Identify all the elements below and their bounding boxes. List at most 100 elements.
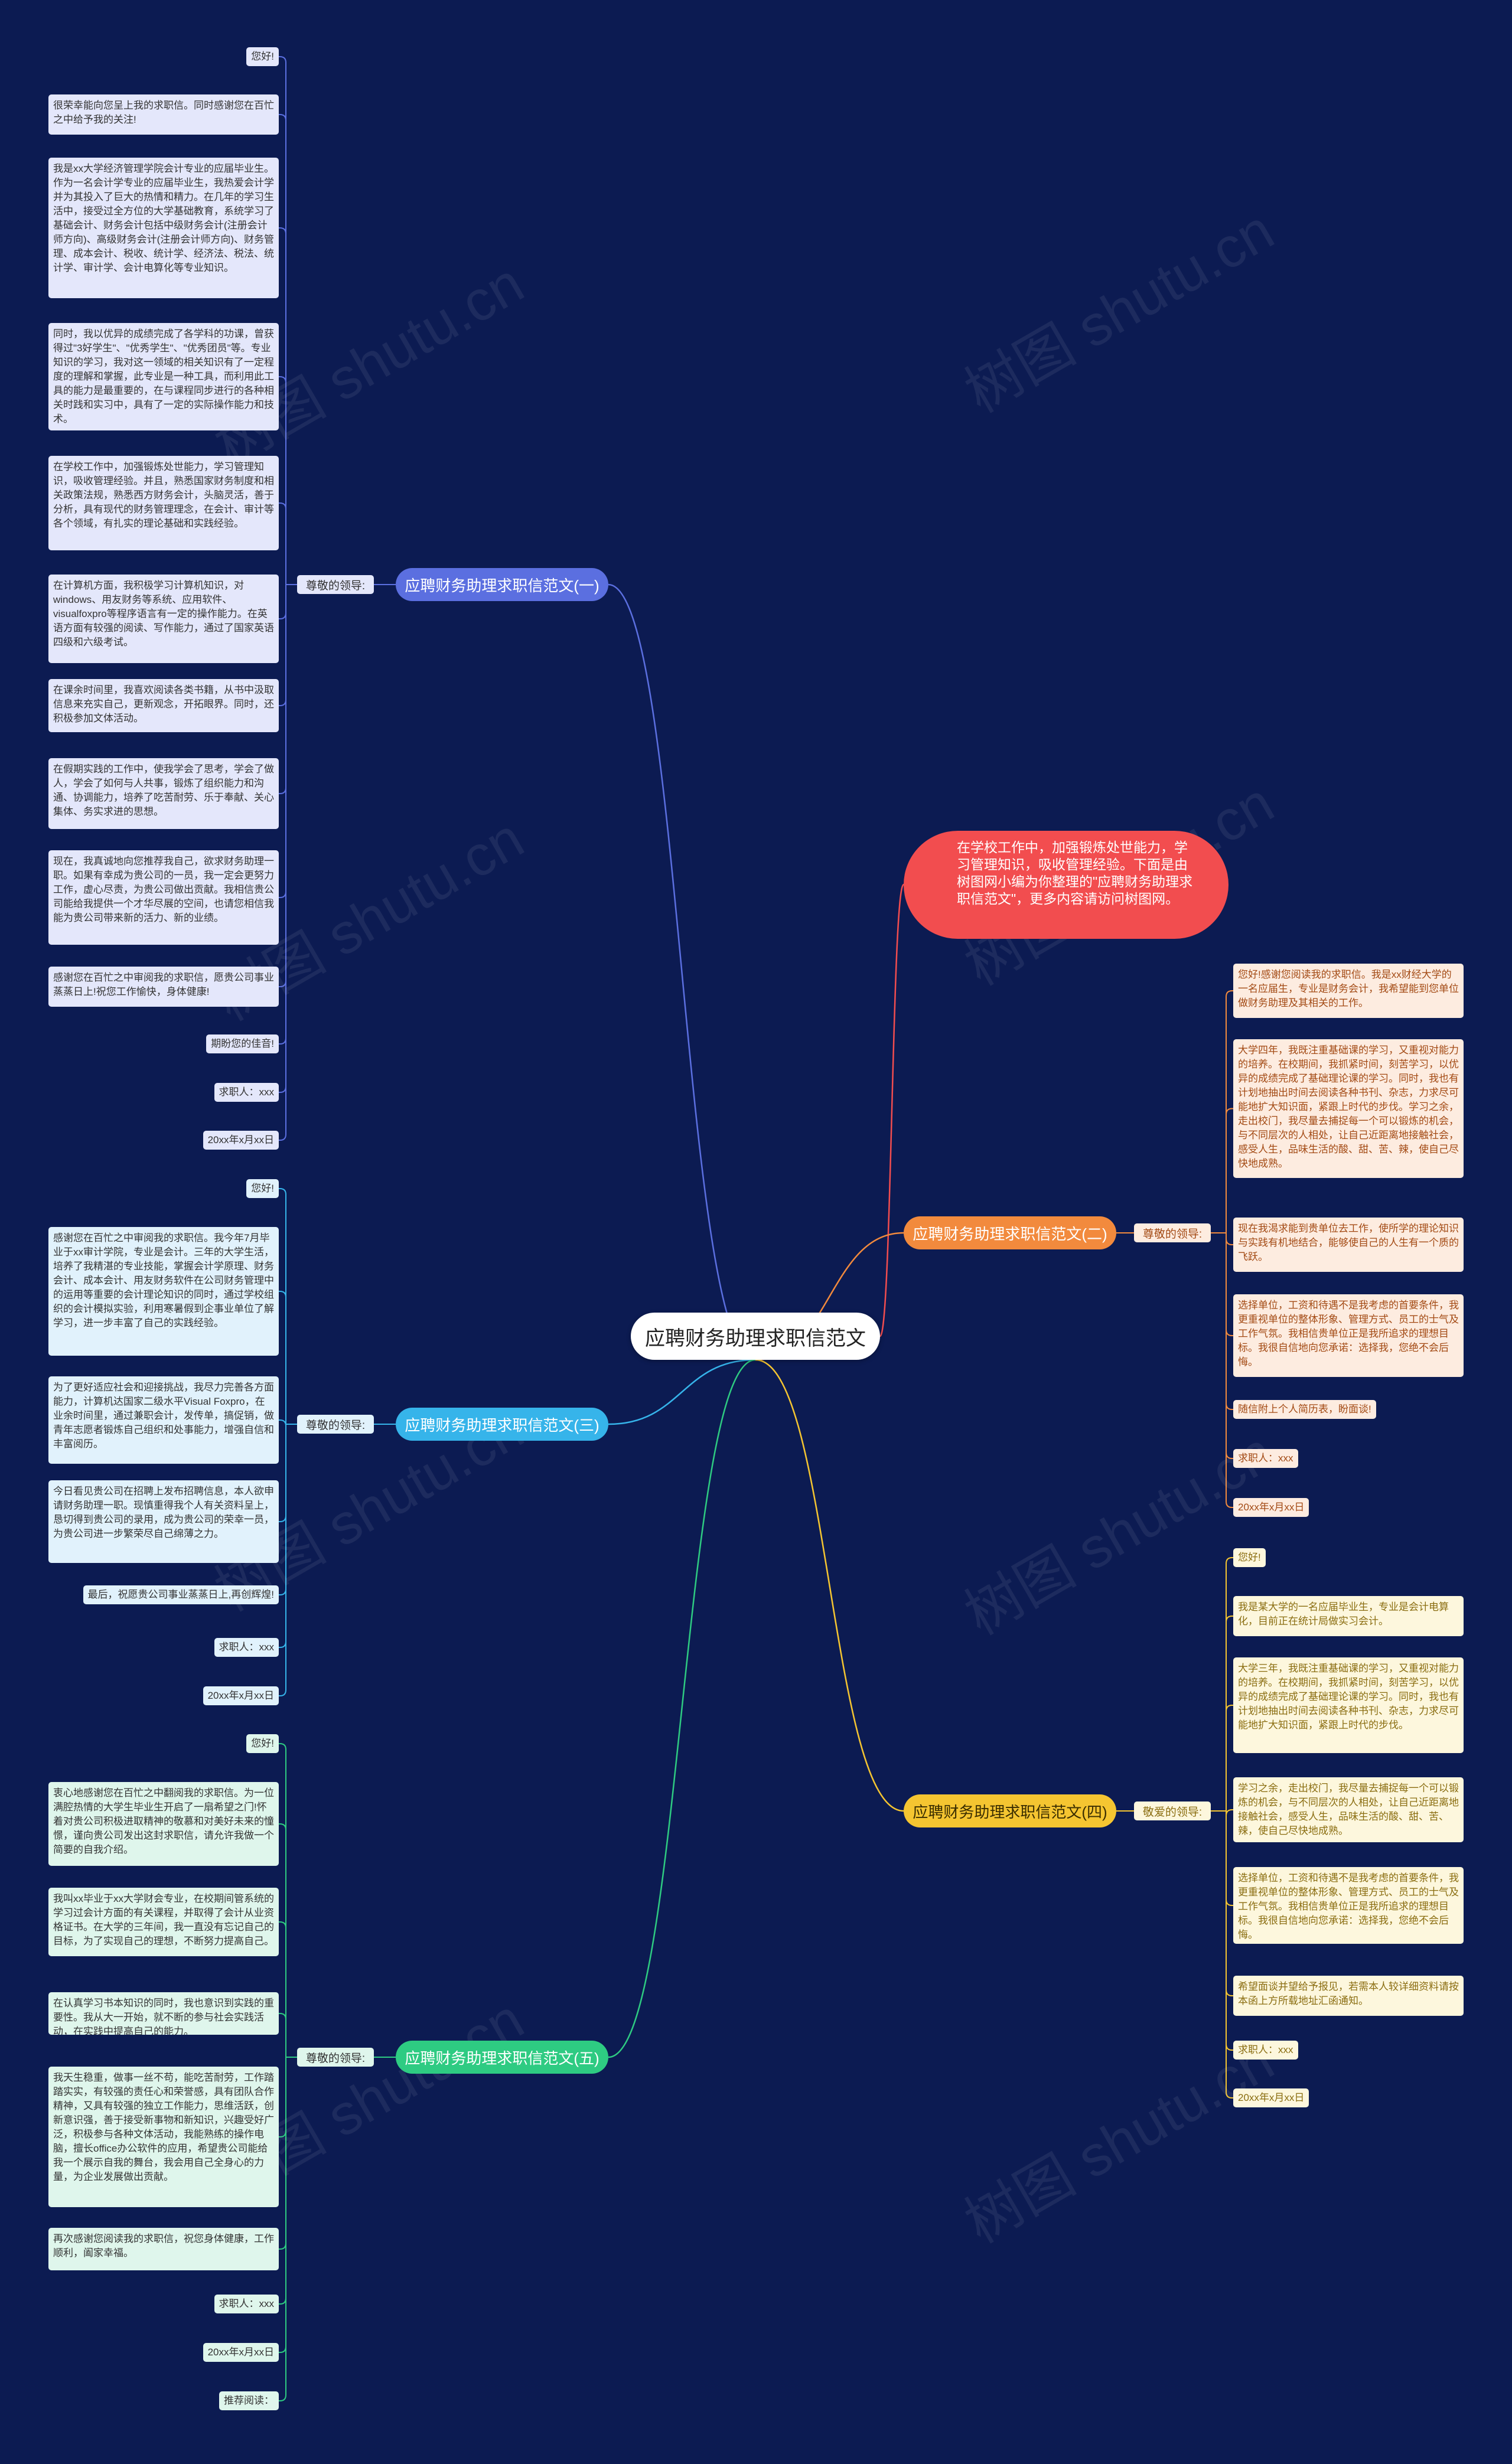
leaf-link <box>1226 1989 1233 1996</box>
leaf-link <box>279 1419 286 1427</box>
leaf-link <box>1226 2091 1233 2099</box>
leaf-text[interactable]: 在学校工作中，加强锻炼处世能力，学习管理知识，吸收管理经验。并且，熟悉国家财务制… <box>48 456 279 550</box>
branch-node-2[interactable]: 应聘财务助理求职信范文(二) <box>904 1216 1116 1249</box>
leaf-text[interactable]: 很荣幸能向您呈上我的求职信。同时感谢您在百忙之中给予我的关注! <box>48 94 279 135</box>
leaf-link <box>1226 1557 1233 1564</box>
leaf-link <box>279 1134 286 1141</box>
leaf-text[interactable]: 感谢您在百忙之中审阅我的求职信，愿贵公司事业蒸蒸日上!祝您工作愉快，身体健康! <box>48 967 279 1007</box>
leaf-text[interactable]: 我叫xx毕业于xx大学财会专业，在校期间管系统的学习过会计方面的有关课程，并取得… <box>48 1888 279 1956</box>
leaf-link <box>279 2130 286 2137</box>
leaf-link <box>279 1641 286 1648</box>
leaf-text[interactable]: 求职人：xxx <box>1233 2041 1298 2060</box>
leaf-text[interactable]: 在计算机方面，我积极学习计算机知识，对windows、用友财务等系统、应用软件、… <box>48 575 279 663</box>
leaf-text[interactable]: 大学四年，我既注重基础课的学习，又重视对能力的培养。在校期间，我抓紧时间，刻苦学… <box>1233 1039 1464 1178</box>
leaf-text[interactable]: 我是某大学的一名应届毕业生，专业是会计电算化，目前正在统计局做实习会计。 <box>1233 1596 1464 1636</box>
leaf-text[interactable]: 20xx年x月xx日 <box>203 1686 279 1705</box>
leaf-text[interactable]: 选择单位，工资和待遇不是我考虑的首要条件，我更重视单位的整体形象、管理方式、员工… <box>1233 1867 1464 1944</box>
branch-node-3[interactable]: 应聘财务助理求职信范文(三) <box>396 1408 608 1441</box>
leaf-text[interactable]: 在假期实践的工作中，使我学会了思考，学会了做人，学会了如何与人共事，锻炼了组织能… <box>48 758 279 829</box>
branch-link-5 <box>608 1359 756 2058</box>
leaf-link <box>279 227 286 234</box>
leaf-text[interactable]: 我天生稳重，做事一丝不苟，能吃苦耐劳，工作踏踏实实，有较强的责任心和荣誉感，具有… <box>48 2067 279 2207</box>
leaf-link <box>279 980 286 987</box>
leaf-text[interactable]: 选择单位，工资和待遇不是我考虑的首要条件，我更重视单位的整体形象、管理方式、员工… <box>1233 1294 1464 1377</box>
leaf-text[interactable]: 您好! <box>246 1179 279 1198</box>
leaf-text[interactable]: 20xx年x月xx日 <box>203 2343 279 2362</box>
leaf-link <box>1226 2044 1233 2051</box>
leaf-text[interactable]: 再次感谢您阅读我的求职信，祝您身体健康，工作顺利，阖家幸福。 <box>48 2228 279 2270</box>
leaf-text[interactable]: 20xx年x月xx日 <box>203 1131 279 1150</box>
leaf-text[interactable]: 求职人：xxx <box>214 1083 279 1102</box>
leaf-text[interactable]: 最后，祝愿贵公司事业蒸蒸日上,再创辉煌! <box>83 1585 279 1604</box>
leaf-text[interactable]: 衷心地感谢您在百忙之中翻阅我的求职信。为一位满腔热情的大学生毕业生开启了一扇希望… <box>48 1782 279 1866</box>
leaf-link <box>279 1515 286 1522</box>
leaf-link <box>279 2013 286 2020</box>
leaf-text[interactable]: 在认真学习书本知识的同时，我也意识到实践的重要性。我从大一开始，就不断的参与社会… <box>48 1992 279 2035</box>
leaf-text[interactable]: 同时，我以优异的成绩完成了各学科的功课，曾获得过"3好学生"、"优秀学生"、"优… <box>48 323 279 430</box>
leaf-link <box>279 1037 286 1045</box>
leaf-link <box>279 114 286 121</box>
leaf-link <box>279 1823 286 1830</box>
leaf-text[interactable]: 希望面谈并望给予报见，若需本人较详细资料请按本函上方所载地址汇函通知。 <box>1233 1976 1464 2016</box>
leaf-link <box>279 1921 286 1928</box>
leaf-link <box>1226 1501 1233 1508</box>
branch-label-5[interactable]: 尊敬的领导: <box>297 2048 374 2067</box>
leaf-text[interactable]: 学习之余，走出校门，我尽量去捕捉每一个可以锻炼的机会，与不同层次的人相处，让自己… <box>1233 1777 1464 1842</box>
branch-label-3[interactable]: 尊敬的领导: <box>297 1415 374 1434</box>
branch-label-4[interactable]: 敬爱的领导: <box>1134 1802 1211 1820</box>
leaf-link <box>1226 1108 1233 1115</box>
leaf-text[interactable]: 今日看见贵公司在招聘上发布招聘信息，本人欲申请财务助理一职。现慎重得我个人有关资… <box>48 1480 279 1563</box>
leaf-text[interactable]: 求职人：xxx <box>1233 1449 1298 1468</box>
branch-label-2[interactable]: 尊敬的领导: <box>1134 1223 1211 1242</box>
branch-link-3 <box>608 1359 756 1425</box>
leaf-link <box>1226 1403 1233 1410</box>
leaf-link <box>279 2243 286 2250</box>
leaf-link <box>1226 1899 1233 1906</box>
leaf-link <box>279 2346 286 2353</box>
leaf-text[interactable]: 推荐阅读： <box>219 2391 279 2410</box>
leaf-text[interactable]: 求职人：xxx <box>214 1638 279 1657</box>
leaf-link <box>1226 1705 1233 1712</box>
leaf-link <box>1226 990 1233 997</box>
leaf-link <box>1226 1809 1233 1816</box>
intro-link <box>879 883 905 1337</box>
leaf-link <box>279 2394 286 2401</box>
leaf-text[interactable]: 求职人：xxx <box>214 2295 279 2313</box>
branch-node-1[interactable]: 应聘财务助理求职信范文(一) <box>396 568 608 601</box>
leaf-link <box>1226 1616 1233 1623</box>
leaf-link <box>279 502 286 510</box>
branch-node-5[interactable]: 应聘财务助理求职信范文(五) <box>396 2041 608 2074</box>
branch-node-4[interactable]: 应聘财务助理求职信范文(四) <box>904 1794 1116 1827</box>
leaf-text[interactable]: 感谢您在百忙之中审阅我的求职信。我今年7月毕业于xx审计学院，专业是会计。三年的… <box>48 1227 279 1356</box>
leaf-link <box>279 612 286 619</box>
leaf-text[interactable]: 现在我渴求能到贵单位去工作，使所学的理论知识与实践有机地结合，能够使自己的人生有… <box>1233 1218 1464 1272</box>
leaf-text[interactable]: 20xx年x月xx日 <box>1233 2088 1309 2107</box>
leaf-link <box>279 699 286 706</box>
leaf-text[interactable]: 我是xx大学经济管理学院会计专业的应届毕业生。作为一名会计学专业的应届毕业生，我… <box>48 158 279 298</box>
leaf-text[interactable]: 您好! <box>1233 1548 1266 1567</box>
intro-node[interactable]: 在学校工作中，加强锻炼处世能力，学习管理知识，吸收管理经验。下面是由树图网小编为… <box>904 831 1228 939</box>
leaf-link <box>279 787 286 794</box>
leaf-text[interactable]: 随信附上个人简历表，盼面谈! <box>1233 1400 1376 1419</box>
leaf-text[interactable]: 20xx年x月xx日 <box>1233 1498 1309 1517</box>
leaf-link <box>279 1188 286 1195</box>
leaf-text[interactable]: 为了更好适应社会和迎接挑战，我尽力完善各方面能力，计算机达国家二级水平Visua… <box>48 1376 279 1464</box>
leaf-link <box>279 891 286 898</box>
leaf-text[interactable]: 您好! <box>246 1734 279 1753</box>
leaf-link <box>279 1588 286 1595</box>
branch-link-4 <box>755 1359 904 1812</box>
leaf-link <box>1226 1329 1233 1336</box>
leaf-link <box>279 1743 286 1750</box>
leaf-link <box>279 1689 286 1696</box>
leaf-text[interactable]: 期盼您的佳音! <box>206 1034 279 1053</box>
leaf-text[interactable]: 您好!感谢您阅读我的求职信。我是xx财经大学的一名应届生，专业是财务会计，我希望… <box>1233 964 1464 1018</box>
branch-label-1[interactable]: 尊敬的领导: <box>297 575 374 594</box>
leaf-text[interactable]: 在课余时间里，我喜欢阅读各类书籍，从书中汲取信息来充实自己，更新观念，开拓眼界。… <box>48 679 279 732</box>
leaf-link <box>1226 1238 1233 1245</box>
leaf-text[interactable]: 现在，我真诚地向您推荐我自己，欲求财务助理一职。如果有幸成为贵公司的一员，我一定… <box>48 850 279 945</box>
leaf-link <box>1226 1452 1233 1459</box>
leaf-link <box>279 2297 286 2305</box>
leaf-text[interactable]: 大学三年，我既注重基础课的学习，又重视对能力的培养。在校期间，我抓紧时间，刻苦学… <box>1233 1657 1464 1753</box>
root-node[interactable]: 应聘财务助理求职信范文 <box>631 1313 880 1360</box>
leaf-text[interactable]: 您好! <box>246 47 279 66</box>
